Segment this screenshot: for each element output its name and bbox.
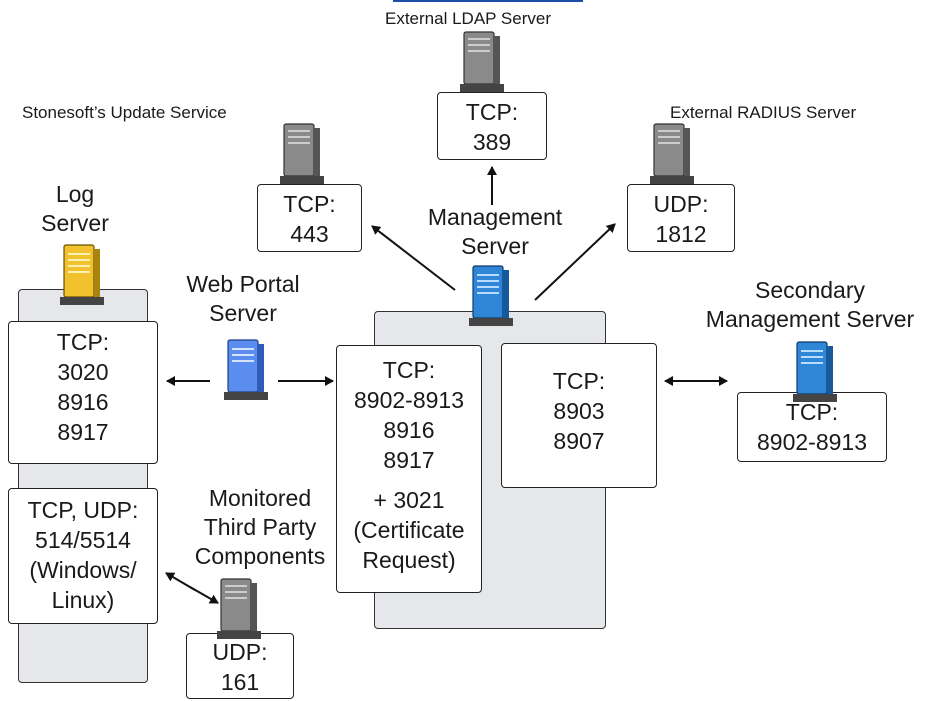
secondary-mgmt-port-box: TCP:8902-8913 [737, 392, 887, 462]
title-band-fragment [393, 0, 583, 2]
ldap-server-label: External LDAP Server [385, 9, 551, 28]
update-service-server-icon [280, 123, 324, 184]
snmp-port-box: UDP:161 [186, 633, 294, 699]
third-party-component-icon [217, 578, 261, 639]
ldap-port-box: TCP:389 [437, 92, 547, 160]
arrow-to-update [371, 225, 456, 291]
certificate-request-note: + 3021 [373, 487, 445, 513]
arrow-to-radius [534, 223, 616, 301]
radius-port-box: UDP:1812 [627, 184, 735, 252]
arrow-monitored-b [189, 586, 219, 604]
update-port-box: TCP:443 [257, 184, 362, 252]
radius-server-label: External RADIUS Server [670, 103, 857, 122]
management-secondary-port-box: TCP:8903 8907 [501, 343, 657, 488]
management-server-icon [469, 265, 513, 326]
web-portal-server-icon [224, 339, 268, 400]
log-server-icon [60, 244, 104, 305]
secondary-management-server-icon [793, 341, 837, 402]
radius-server-icon [650, 123, 694, 184]
update-service-label: Stonesoft’s Update Service [22, 103, 227, 122]
ldap-server-icon [460, 31, 504, 92]
log-udp-port-box: TCP, UDP:514/5514 (Windows/Linux) [8, 488, 158, 624]
